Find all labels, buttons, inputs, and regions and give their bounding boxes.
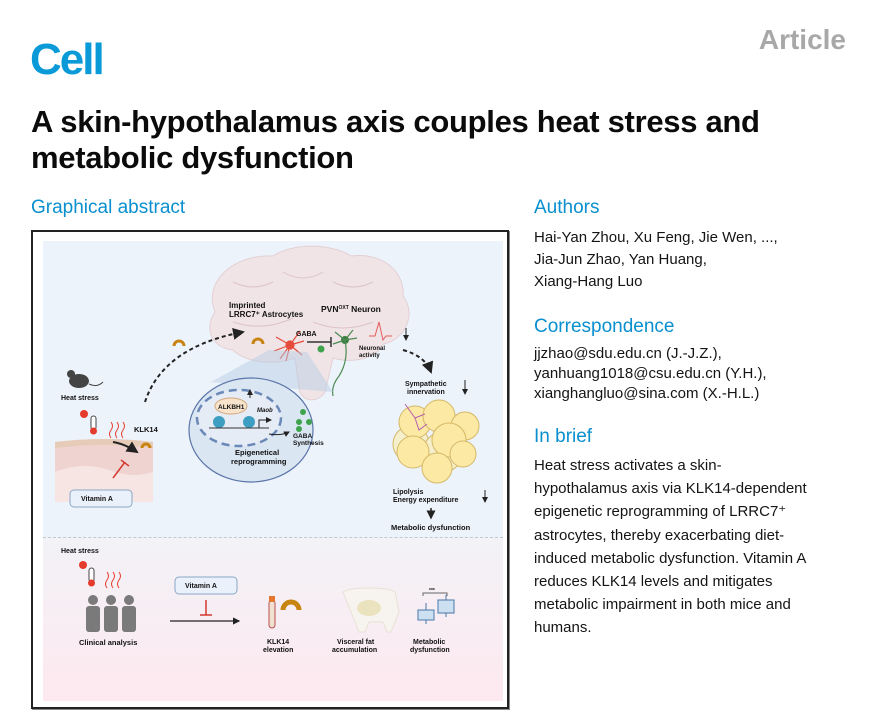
people-icon xyxy=(86,595,136,632)
epigenetic-label-2: reprogramming xyxy=(231,457,287,466)
klk14-label: KLK14 xyxy=(134,425,159,434)
in-brief-line: epigenetic reprogramming of LRRC7⁺ xyxy=(534,503,787,521)
heat-waves-icon xyxy=(105,571,121,589)
email-link[interactable]: xianghangluo@sina.com (X.-H.L.) xyxy=(534,385,760,402)
email-link[interactable]: yanhuang1018@csu.edu.cn (Y.H.), xyxy=(534,365,767,382)
author-line[interactable]: Jia-Jun Zhao, Yan Huang, xyxy=(534,251,707,268)
klk14-protein-icon xyxy=(172,339,186,347)
vitamin-a-label: Vitamin A xyxy=(81,496,113,503)
in-brief-text: Heat stress activates a skin- hypothalam… xyxy=(534,454,807,640)
article-title: A skin-hypothalamus axis couples heat st… xyxy=(31,104,760,175)
astrocyte-label-1: Imprinted xyxy=(229,301,266,310)
in-brief-line: induced metabolic dysfunction. Vitamin A xyxy=(534,549,807,567)
sun-icon xyxy=(79,561,87,569)
significance-label: *** xyxy=(429,588,435,594)
in-brief-heading: In brief xyxy=(534,426,593,447)
neuronal-activity-2: activity xyxy=(359,353,380,359)
nucleosome xyxy=(213,416,225,428)
heat-stress-label: Heat stress xyxy=(61,395,99,402)
epigenetic-label-1: Epigenetical xyxy=(235,448,279,457)
gaba-synthesis-2: Synthesis xyxy=(293,440,324,447)
secretion-arrow xyxy=(112,441,139,454)
in-brief-line: hypothalamus axis via KLK14-dependent xyxy=(534,480,807,498)
authors-list: Hai-Yan Zhou, Xu Feng, Jie Wen, ..., Jia… xyxy=(534,227,778,293)
boxplot-icon xyxy=(417,592,455,624)
astrocyte-icon xyxy=(273,330,305,362)
graphical-abstract-figure[interactable]: Imprinted LRRC7⁺ Astrocytes PVNOXT Neuro… xyxy=(31,230,509,709)
klk14-protein-icon xyxy=(251,337,265,345)
correspondence-heading: Correspondence xyxy=(534,316,675,337)
sympathetic-label-1: Sympathetic xyxy=(405,381,447,388)
heat-waves-icon xyxy=(109,421,125,439)
sun-icon xyxy=(80,410,88,418)
neuron-icon xyxy=(332,329,358,397)
authors-heading: Authors xyxy=(534,197,600,218)
in-brief-line: metabolic impairment in both mice and xyxy=(534,596,791,614)
clinical-analysis-label: Clinical analysis xyxy=(79,638,137,647)
in-brief-line: humans. xyxy=(534,619,592,637)
bottom-vitamin-a-label: Vitamin A xyxy=(185,583,217,590)
visceral-fat-2: accumulation xyxy=(332,647,377,654)
gaba-molecule xyxy=(317,345,325,353)
graphical-abstract-illustration: Imprinted LRRC7⁺ Astrocytes PVNOXT Neuro… xyxy=(55,245,488,654)
neuronal-activity-1: Neuronal xyxy=(359,346,385,352)
klk14-elevation-2: elevation xyxy=(263,647,293,654)
graphical-abstract-heading: Graphical abstract xyxy=(31,197,186,218)
maob-label: Maob xyxy=(257,408,273,414)
energy-expenditure-label: Energy expenditure xyxy=(393,497,458,504)
author-line[interactable]: Xiang-Hang Luo xyxy=(534,273,643,290)
author-line[interactable]: Hai-Yan Zhou, Xu Feng, Jie Wen, ..., xyxy=(534,229,778,246)
action-potential-icon xyxy=(369,321,392,342)
mouse-icon xyxy=(67,370,104,388)
correspondence-list: jjzhao@sdu.edu.cn (J.-J.Z.), yanhuang101… xyxy=(534,344,767,404)
in-brief-line: astrocytes, thereby exacerbating diet- xyxy=(534,526,785,544)
adipocyte-cluster-illustration xyxy=(392,399,480,484)
panel-divider xyxy=(43,537,503,538)
metabolic-dysfunction-2: dysfunction xyxy=(410,647,450,654)
nucleosome xyxy=(243,416,255,428)
alkbh1-label: ALKBH1 xyxy=(218,404,245,411)
pvn-label: PVNOXT Neuron xyxy=(321,304,381,314)
sympathetic-label-2: innervation xyxy=(407,389,445,396)
email-link[interactable]: jjzhao@sdu.edu.cn (J.-J.Z.), xyxy=(534,345,722,362)
gaba-synthesis-1: GABA xyxy=(293,433,312,440)
alkbh1-enzyme xyxy=(214,397,248,415)
klk14-elevation-1: KLK14 xyxy=(267,639,289,646)
metabolic-dysfunction-1: Metabolic xyxy=(413,639,445,646)
in-brief-line: Heat stress activates a skin- xyxy=(534,457,722,474)
bottom-heat-stress-label: Heat stress xyxy=(61,548,99,555)
lipolysis-label: Lipolysis xyxy=(393,489,423,496)
vitamin-a-box xyxy=(69,489,133,508)
article-type-label: Article xyxy=(758,24,846,55)
journal-logo[interactable]: Cell xyxy=(30,35,105,84)
astrocyte-label-2: LRRC7⁺ Astrocytes xyxy=(229,310,304,319)
vitamin-a-inhibit-line xyxy=(112,461,126,479)
gaba-label: GABA xyxy=(296,331,317,338)
metabolic-dysfunction-label: Metabolic dysfunction xyxy=(391,523,471,532)
klk14-to-brain-arrow xyxy=(144,327,245,403)
brain-to-fat-arrow xyxy=(402,349,434,374)
in-brief-line: reduces KLK14 levels and mitigates xyxy=(534,573,773,591)
blood-tube-icon xyxy=(268,599,276,629)
visceral-fat-1: Visceral fat xyxy=(337,639,375,646)
nucleus-illustration xyxy=(195,388,283,448)
bottom-vitamin-a-box xyxy=(174,576,238,595)
